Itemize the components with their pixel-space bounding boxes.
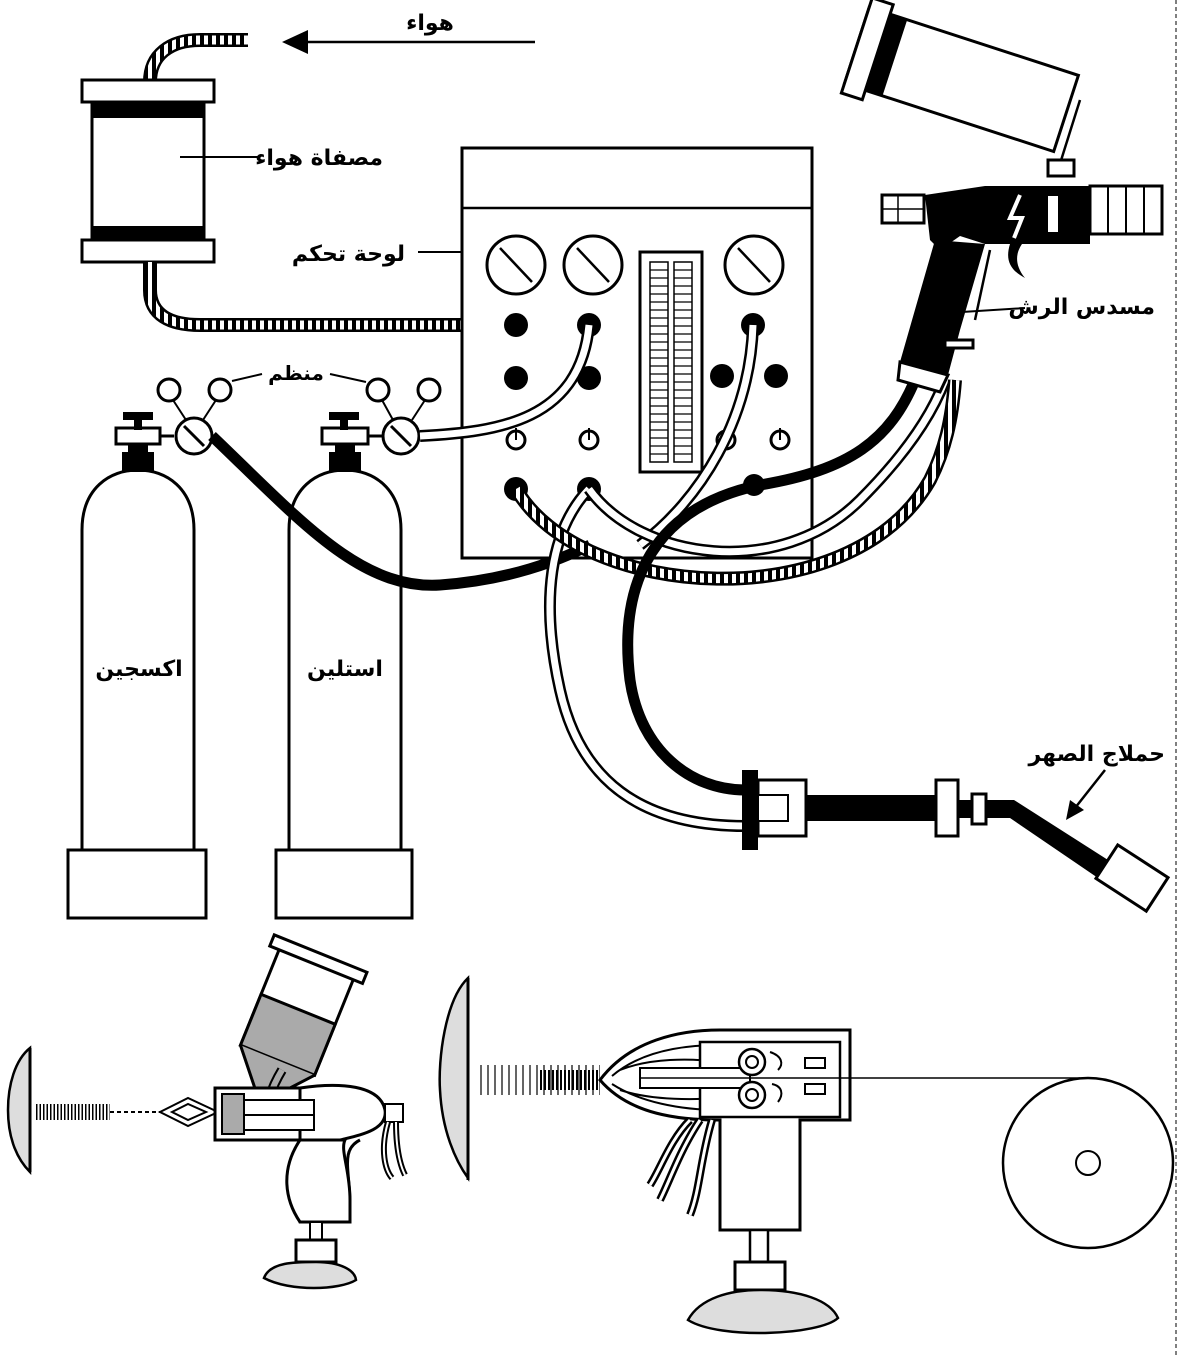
wire-flame-gun-illustration bbox=[438, 975, 1175, 1335]
spray-gun-leader bbox=[961, 307, 1026, 313]
gun-to-torch-hose bbox=[622, 377, 921, 796]
panel-port bbox=[577, 366, 601, 390]
gauge-1 bbox=[485, 234, 547, 296]
gauge-2 bbox=[562, 234, 624, 296]
panel-port bbox=[764, 364, 788, 388]
welding-torch bbox=[742, 770, 1171, 914]
label-regulator: منظم bbox=[268, 361, 324, 385]
panel-knob bbox=[578, 428, 600, 451]
air-filter bbox=[80, 78, 258, 264]
label-welding-torch: حملاج الصهر bbox=[1027, 742, 1165, 767]
air-inlet-arrow bbox=[282, 30, 535, 54]
filter-hose-outline bbox=[143, 262, 514, 332]
panel-knob bbox=[769, 428, 791, 451]
label-spray-gun: مسدس الرش bbox=[1008, 295, 1155, 320]
gauge-3 bbox=[723, 234, 785, 296]
air-inlet-hose bbox=[145, 35, 248, 83]
label-air-filter: مصفاة هواء bbox=[255, 146, 383, 171]
panel-port bbox=[504, 313, 528, 337]
hose-junction bbox=[743, 474, 765, 496]
gun-hose-1 bbox=[637, 324, 757, 548]
acetylene-regulator bbox=[365, 377, 442, 456]
welding-torch-arrow bbox=[1066, 769, 1106, 820]
flowmeter bbox=[638, 250, 704, 474]
panel-knob bbox=[505, 428, 527, 451]
regulator-leader bbox=[231, 373, 367, 383]
acetylene-cylinder bbox=[274, 412, 414, 920]
oxygen-regulator bbox=[156, 377, 233, 456]
powder-flame-gun-illustration bbox=[6, 932, 408, 1290]
filter-to-panel-hose bbox=[145, 262, 514, 330]
acetylene-hose bbox=[419, 324, 593, 440]
gun-ribbed-hose bbox=[512, 379, 960, 584]
oxygen-cylinder bbox=[66, 412, 208, 920]
label-acetylene: استلين bbox=[307, 657, 383, 682]
label-air: هواء bbox=[406, 11, 454, 36]
spray-gun bbox=[839, 0, 1164, 394]
label-control-panel: لوحة تحكم bbox=[292, 242, 405, 267]
label-oxygen: اكسجين bbox=[95, 657, 182, 682]
panel-port bbox=[710, 364, 734, 388]
panel-port bbox=[504, 366, 528, 390]
gun-hose-2 bbox=[586, 378, 949, 556]
